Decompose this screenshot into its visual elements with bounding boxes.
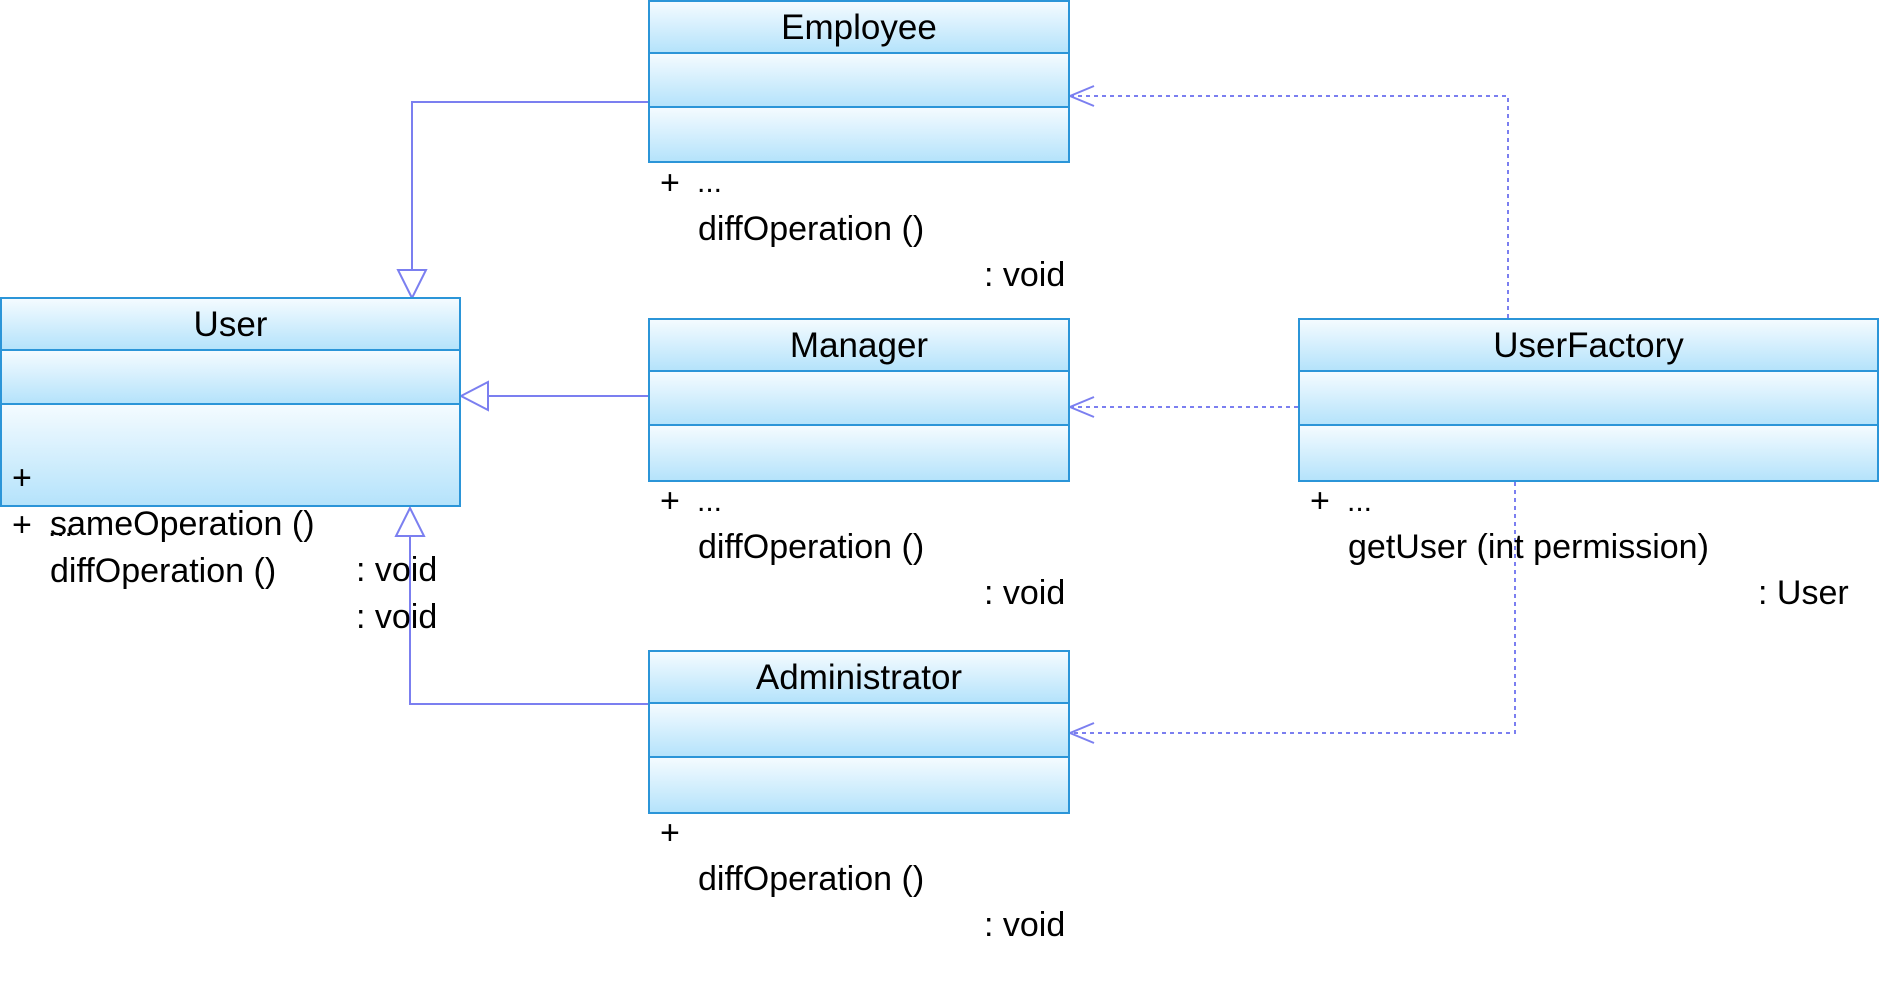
- more-members-ellipsis: ...: [697, 485, 723, 518]
- generalization-administrator-user: [409, 536, 648, 705]
- visibility-marker: +: [12, 459, 32, 497]
- operation-signature: sameOperation (): [50, 505, 315, 543]
- operations-section: + getUser (int permission) : User: [1300, 426, 1877, 612]
- operation-row: + getUser (int permission) : User: [1300, 432, 1877, 612]
- attributes-section: [2, 351, 459, 405]
- operations-section: + diffOperation () : void: [650, 758, 1068, 944]
- class-name-section: Employee: [650, 2, 1068, 54]
- operation-signature: diffOperation (): [698, 528, 925, 566]
- operation-return-type: : void: [984, 256, 1066, 294]
- generalization-arrowhead-manager: [458, 380, 489, 412]
- class-name: UserFactory: [1493, 326, 1684, 365]
- operations-section: + diffOperation () : void: [650, 426, 1068, 612]
- operation-signature: diffOperation (): [698, 860, 925, 898]
- dependency-userfactory-administrator: [1070, 482, 1516, 734]
- class-userfactory[interactable]: UserFactory + getUser (int permission) :…: [1298, 318, 1879, 612]
- visibility-marker: +: [660, 164, 680, 202]
- visibility-marker: +: [660, 814, 680, 852]
- dependency-arrowhead-manager: [1067, 396, 1095, 418]
- generalization-arrowhead-administrator: [394, 505, 426, 537]
- operation-row: + diffOperation () : void: [650, 764, 1068, 944]
- operations-section: + diffOperation () : void: [650, 108, 1068, 294]
- operation-row: + sameOperation () : void: [2, 409, 459, 589]
- more-members-ellipsis: ...: [1347, 485, 1373, 518]
- attributes-section: [650, 54, 1068, 108]
- visibility-marker: +: [660, 482, 680, 520]
- class-administrator[interactable]: Administrator + diffOperation () : void: [648, 650, 1070, 944]
- generalization-arrowhead-employee: [396, 269, 428, 301]
- class-name-section: Manager: [650, 320, 1068, 372]
- class-name: User: [193, 305, 268, 344]
- attributes-section: [650, 704, 1068, 758]
- operation-signature: diffOperation (): [50, 552, 277, 590]
- operation-return-type: : void: [984, 574, 1066, 612]
- dependency-arrowhead-administrator: [1067, 722, 1095, 744]
- operation-return-type: : void: [356, 551, 438, 589]
- operation-return-type: : User: [1758, 574, 1849, 612]
- class-name-section: Administrator: [650, 652, 1068, 704]
- class-user[interactable]: User + sameOperation () : void + diffOpe…: [0, 297, 461, 636]
- visibility-marker: +: [12, 506, 32, 544]
- attributes-section: [650, 372, 1068, 426]
- connectors: [394, 85, 1516, 744]
- class-name-section: UserFactory: [1300, 320, 1877, 372]
- class-name-section: User: [2, 299, 459, 351]
- operation-signature: getUser (int permission): [1348, 528, 1709, 566]
- class-name: Employee: [781, 8, 937, 47]
- operation-signature: diffOperation (): [698, 210, 925, 248]
- class-name: Administrator: [755, 658, 963, 697]
- class-name: Manager: [789, 326, 929, 365]
- class-employee[interactable]: Employee + diffOperation () : void: [648, 0, 1070, 294]
- operation-return-type: : void: [984, 906, 1066, 944]
- operation-row: + diffOperation () : void: [2, 456, 459, 636]
- operation-row: + diffOperation () : void: [650, 114, 1068, 294]
- class-manager[interactable]: Manager + diffOperation () : void: [648, 318, 1070, 612]
- dependency-arrowhead-employee: [1067, 85, 1095, 107]
- operation-return-type: : void: [356, 598, 438, 636]
- visibility-marker: +: [1310, 482, 1330, 520]
- attributes-section: [1300, 372, 1877, 426]
- more-members-ellipsis: ...: [48, 510, 74, 543]
- more-members-ellipsis: ...: [697, 166, 723, 199]
- dependency-userfactory-employee: [1070, 95, 1509, 318]
- operation-row: + diffOperation () : void: [650, 432, 1068, 612]
- operations-section: + sameOperation () : void + diffOperatio…: [2, 405, 459, 636]
- generalization-employee-user: [411, 101, 648, 270]
